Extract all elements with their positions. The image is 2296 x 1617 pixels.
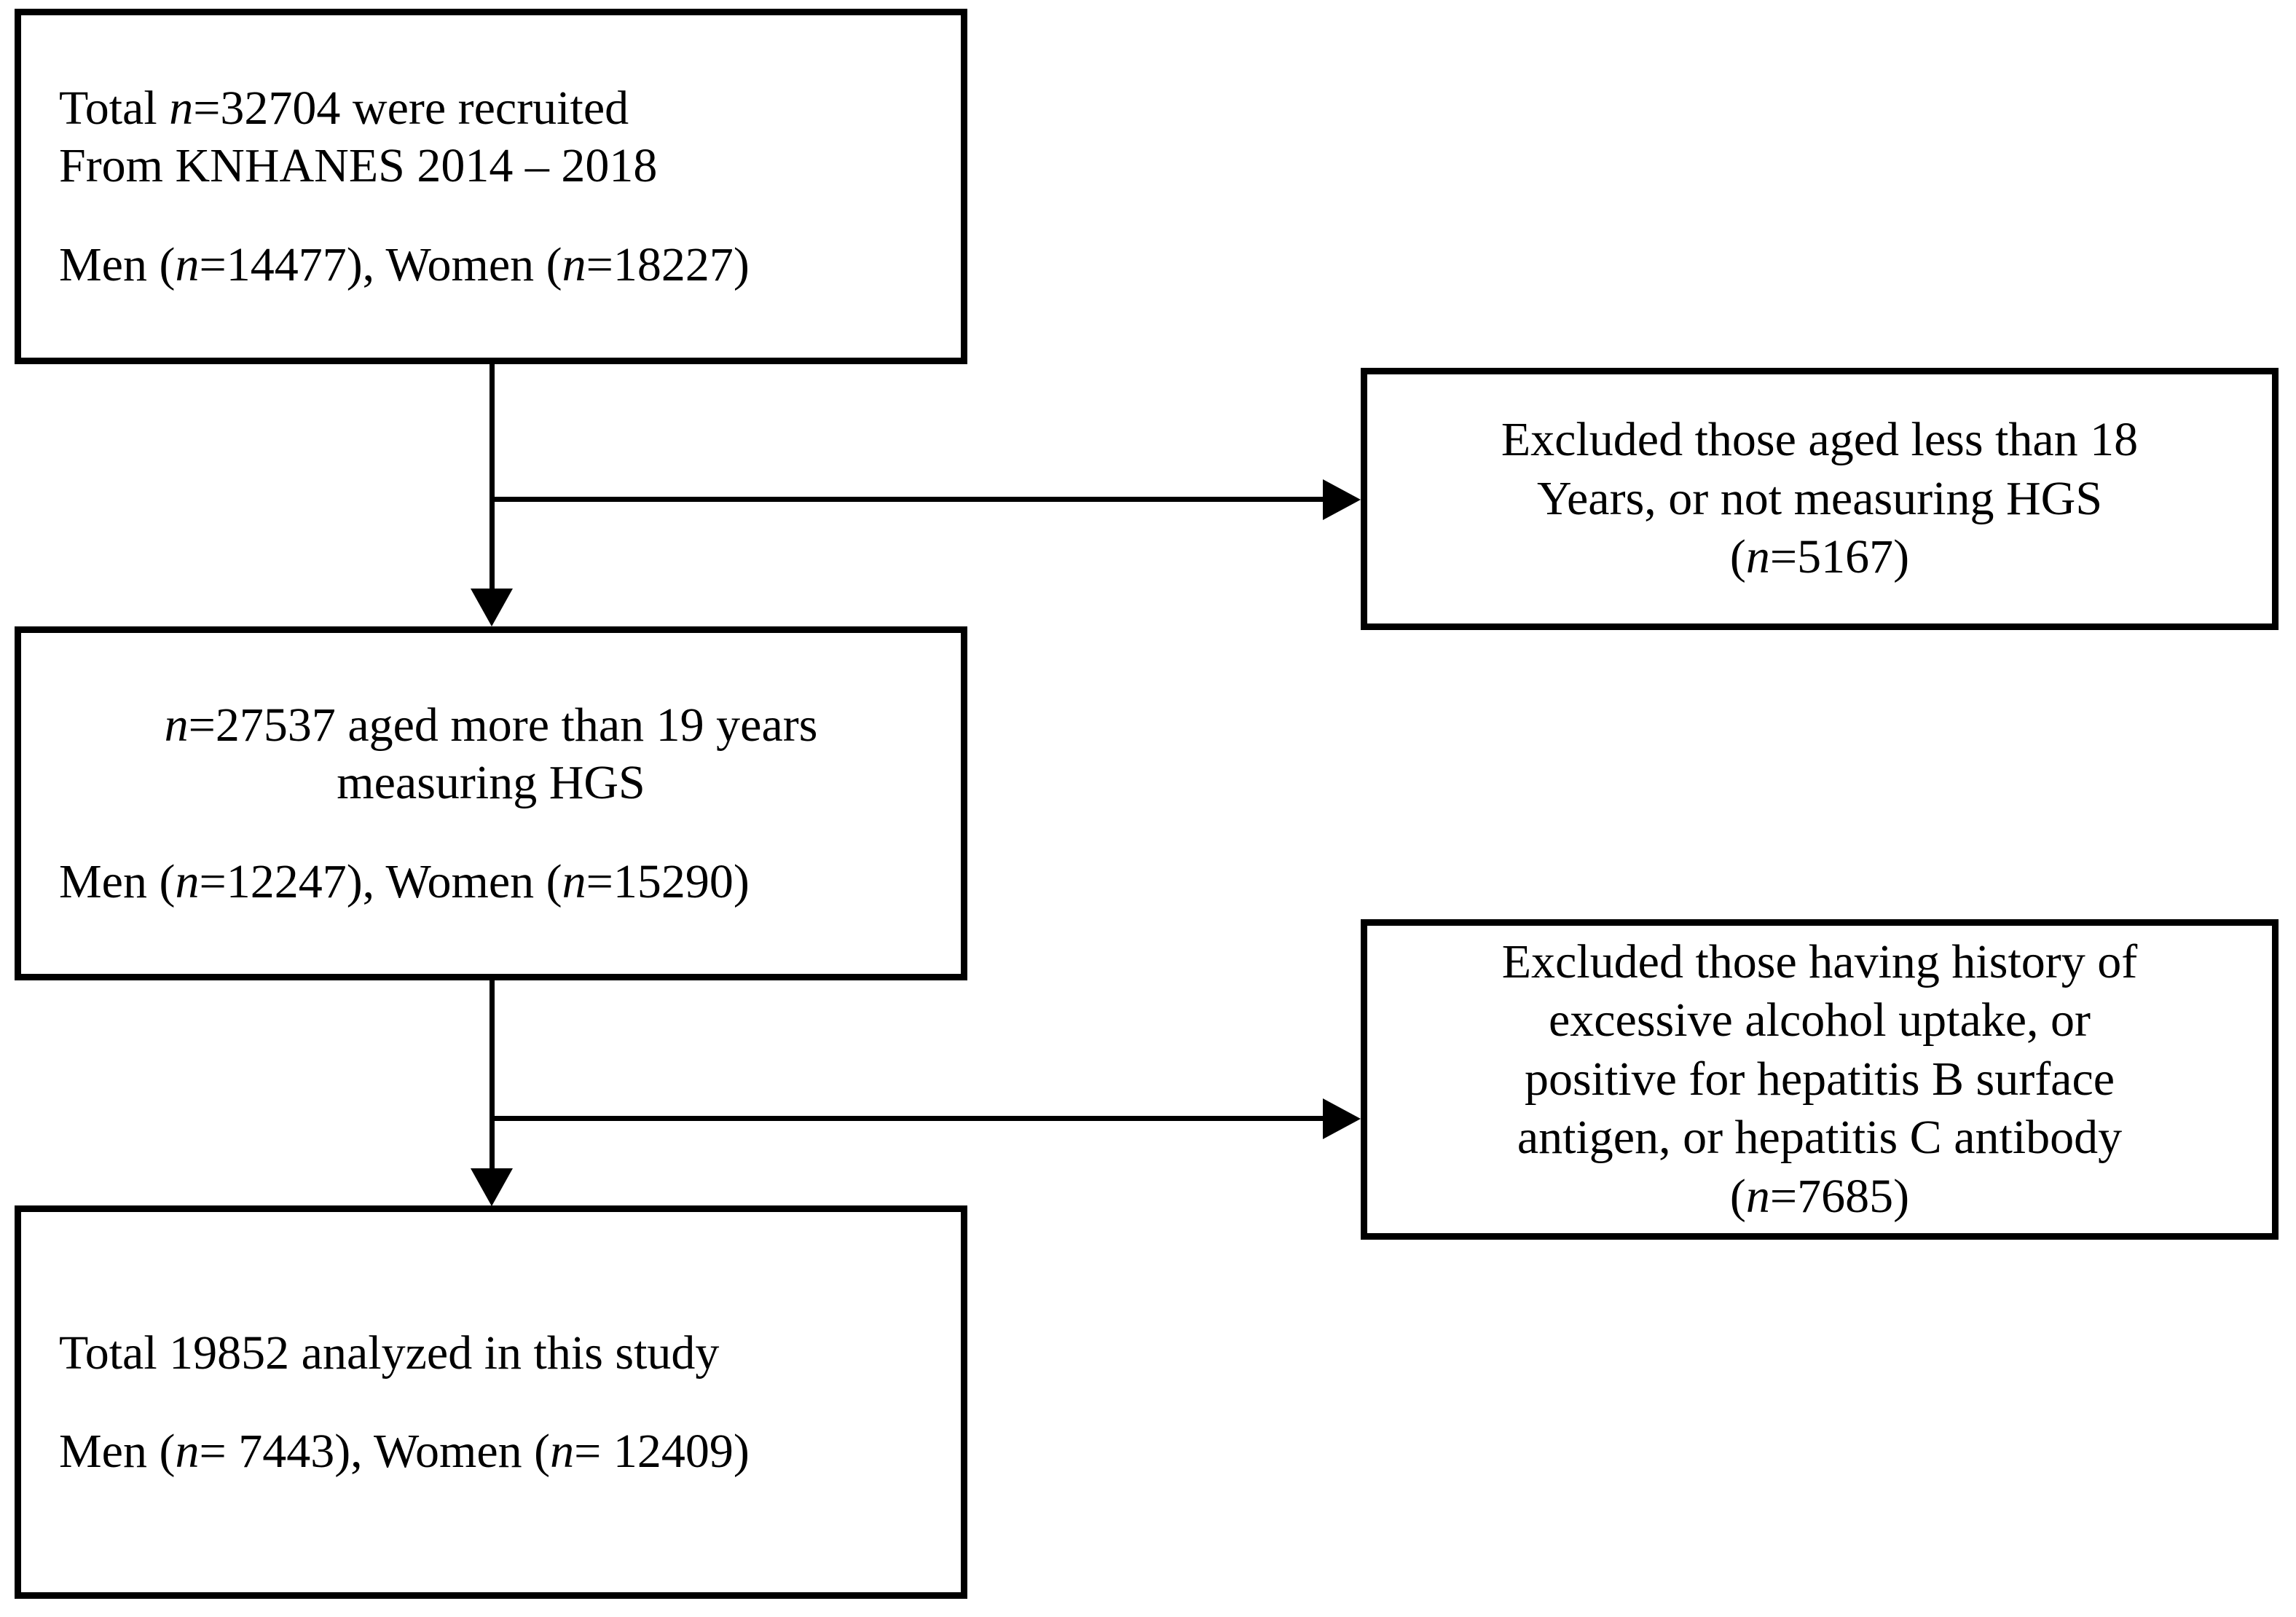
node-total-line1: Total n=32704 were recruited xyxy=(59,79,961,137)
excluded-age-line3: (n=5167) xyxy=(1367,528,2272,587)
total-line1-n-symbol: n xyxy=(169,82,194,135)
analyzed-women-suffix: = 12409) xyxy=(574,1425,750,1478)
node-analyzed-line2: Men (n= 7443), Women (n= 12409) xyxy=(59,1423,961,1480)
connector-branch-to-excluded-alcohol-line xyxy=(494,1116,1323,1121)
excluded-age-n-symbol: n xyxy=(1745,530,1770,584)
total-men-n-symbol: n xyxy=(175,237,200,291)
analyzed-men-suffix: = 7443), Women ( xyxy=(199,1425,551,1478)
total-line1-prefix: Total xyxy=(59,82,170,135)
aged-men-n-symbol: n xyxy=(175,854,200,908)
arrowhead-down-to-analyzed-icon xyxy=(471,1168,513,1206)
node-aged-line3: Men (n=12247), Women (n=15290) xyxy=(21,853,961,910)
excluded-alcohol-line2: excessive alcohol uptake, or xyxy=(1548,994,2091,1047)
connector-aged-to-analyzed-line xyxy=(490,980,495,1171)
total-line1-suffix: =32704 were recruited xyxy=(193,82,629,135)
total-women-n-symbol: n xyxy=(562,237,586,291)
total-men-suffix: =14477), Women ( xyxy=(199,237,562,291)
connector-total-to-aged-line xyxy=(490,364,495,591)
analyzed-men-prefix: Men ( xyxy=(59,1425,176,1478)
node-aged-more-than-19: n=27537 aged more than 19 years measurin… xyxy=(15,626,967,980)
total-men-prefix: Men ( xyxy=(59,237,176,291)
node-total-recruited: Total n=32704 were recruited From KNHANE… xyxy=(15,9,967,364)
aged-men-suffix: =12247), Women ( xyxy=(199,854,562,908)
node-total-line3: Men (n=14477), Women (n=18227) xyxy=(59,236,961,294)
node-excluded-age-hgs: Excluded those aged less than 18 Years, … xyxy=(1361,368,2279,630)
excluded-alcohol-paren-open: ( xyxy=(1729,1169,1746,1223)
excluded-age-line1: Excluded those aged less than 18 xyxy=(1501,413,2139,467)
excluded-age-count: =5167) xyxy=(1769,530,1910,584)
aged-women-suffix: =15290) xyxy=(586,854,750,908)
excluded-alcohol-count: =7685) xyxy=(1769,1169,1910,1223)
arrowhead-right-to-excluded-alcohol-icon xyxy=(1323,1098,1361,1139)
connector-branch-to-excluded-age-line xyxy=(494,497,1323,502)
node-aged-line2: measuring HGS xyxy=(337,756,645,810)
node-excluded-alcohol-hepatitis: Excluded those having history of excessi… xyxy=(1361,919,2279,1240)
excluded-alcohol-line4: antigen, or hepatitis C antibody xyxy=(1517,1111,2123,1165)
aged-women-n-symbol: n xyxy=(562,854,586,908)
excluded-alcohol-line5: (n=7685) xyxy=(1367,1168,2272,1227)
total-women-suffix: =18227) xyxy=(586,237,750,291)
excluded-alcohol-line1: Excluded those having history of xyxy=(1501,935,2138,988)
node-total-analyzed: Total 19852 analyzed in this study Men (… xyxy=(15,1205,967,1599)
analyzed-women-n-symbol: n xyxy=(550,1425,575,1478)
node-total-line2: From KNHANES 2014 – 2018 xyxy=(59,139,658,193)
arrowhead-right-to-excluded-age-icon xyxy=(1323,479,1361,520)
excluded-alcohol-n-symbol: n xyxy=(1745,1169,1770,1223)
arrowhead-down-to-aged-icon xyxy=(471,589,513,626)
excluded-alcohol-line3: positive for hepatitis B surface xyxy=(1524,1052,2115,1106)
aged-men-prefix: Men ( xyxy=(59,854,176,908)
aged-line1-suffix: =27537 aged more than 19 years xyxy=(188,699,818,752)
node-analyzed-line1: Total 19852 analyzed in this study xyxy=(59,1326,720,1380)
node-aged-line1: n=27537 aged more than 19 years xyxy=(21,696,961,754)
excluded-age-paren-open: ( xyxy=(1729,530,1746,584)
aged-line1-n-symbol: n xyxy=(164,699,189,752)
analyzed-men-n-symbol: n xyxy=(175,1425,200,1478)
excluded-age-line2: Years, or not measuring HGS xyxy=(1536,471,2103,525)
